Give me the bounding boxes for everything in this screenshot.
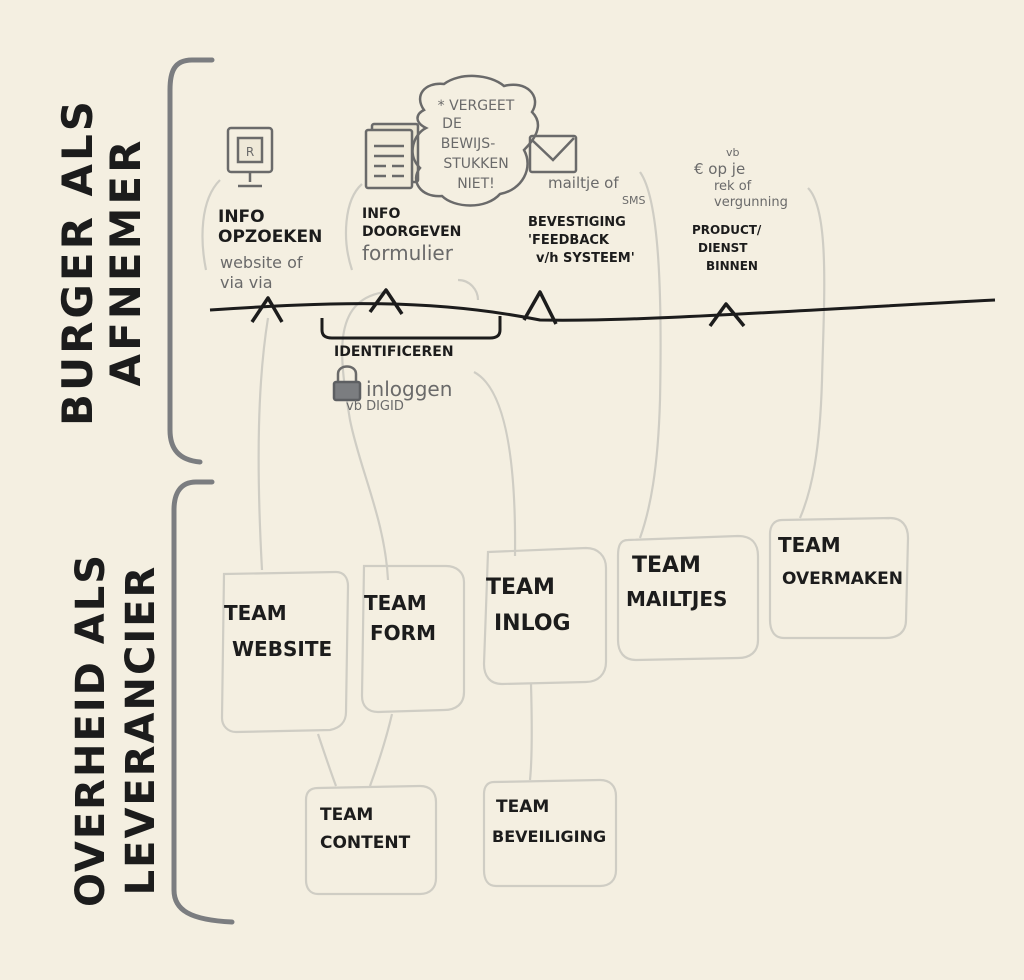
step-info-opzoeken: INFO OPZOEKEN website of via via <box>218 207 322 292</box>
identify-note: vb DIGID <box>346 399 404 414</box>
group-label-afnemer-line2: AFNEMER <box>101 138 150 387</box>
team-label: TEAM <box>364 591 427 615</box>
callout-line: STUKKEN <box>443 156 508 172</box>
team-label: TEAM <box>632 553 701 578</box>
connector-form <box>341 290 390 581</box>
step-title: BEVESTIGING <box>528 215 626 230</box>
connector-beveiliging <box>528 683 533 781</box>
callout-line: DE <box>442 116 462 132</box>
step-marker <box>708 302 746 328</box>
step-title: 'FEEDBACK <box>528 233 610 248</box>
step-title: INFO <box>362 206 400 222</box>
team-label: WEBSITE <box>232 637 332 661</box>
envelope-icon <box>528 134 578 174</box>
team-label: CONTENT <box>320 833 411 853</box>
team-label: TEAM <box>224 601 287 625</box>
step-title: BINNEN <box>706 259 758 273</box>
step-title: DIENST <box>698 241 748 255</box>
step-product-dienst: PRODUCT/ DIENST BINNEN vb € op je rek of… <box>692 146 788 273</box>
team-boxes: TEAM WEBSITE TEAM FORM TEAM INLOG TEAM M… <box>220 516 910 896</box>
step-brackets <box>201 179 480 301</box>
step-marker <box>368 288 404 315</box>
step-title: DOORGEVEN <box>362 224 461 240</box>
team-label: TEAM <box>778 533 841 557</box>
step-title: v/h SYSTEEM' <box>536 251 635 266</box>
step-note: website of <box>220 253 303 272</box>
team-label: TEAM <box>486 575 555 600</box>
step-note: rek of <box>714 179 752 194</box>
step-note: vergunning <box>714 195 788 210</box>
timeline <box>209 298 996 322</box>
team-box-outline <box>482 778 618 888</box>
team-label: OVERMAKEN <box>782 569 903 589</box>
group-label-afnemer: BURGER ALS AFNEMER <box>53 98 150 426</box>
team-box-outline <box>768 516 910 640</box>
step-note: formulier <box>362 241 454 265</box>
team-box-outline <box>304 784 438 896</box>
step-marker <box>522 290 558 325</box>
step-bracket <box>344 183 363 271</box>
form-icon <box>364 122 420 190</box>
step-title: OPZOEKEN <box>218 227 322 247</box>
identify-label: IDENTIFICEREN <box>334 344 454 360</box>
step-note: vb <box>726 146 740 159</box>
step-note: via via <box>220 273 273 292</box>
group-label-leverancier-line1: OVERHEID ALS <box>68 553 114 907</box>
connector-mailtjes <box>638 171 662 539</box>
connector-overmaken <box>798 187 826 519</box>
identify-group: IDENTIFICEREN inloggen vb DIGID <box>320 316 502 414</box>
group-label-leverancier-line2: LEVERANCIER <box>118 565 164 896</box>
connectors <box>257 171 826 787</box>
step-bracket <box>201 179 221 271</box>
step-marker <box>250 296 284 323</box>
leverancier-brace <box>171 479 235 925</box>
step-bracket <box>457 278 480 301</box>
afnemer-brace <box>167 57 215 465</box>
step-note: € op je <box>694 160 745 178</box>
identify-note: inloggen <box>366 377 452 401</box>
team-box-outline <box>360 564 466 714</box>
step-title: INFO <box>218 207 265 227</box>
svg-text:R: R <box>246 145 254 159</box>
group-label-afnemer-line1: BURGER ALS <box>53 98 102 426</box>
callout-outline <box>411 74 540 207</box>
callout-bubble: * VERGEET DE BEWIJS- STUKKEN NIET! <box>411 74 540 207</box>
step-info-doorgeven: INFO DOORGEVEN formulier <box>362 206 461 265</box>
connector-content-form <box>368 713 394 787</box>
step-title: PRODUCT/ <box>692 223 762 237</box>
step-note: SMS <box>622 194 645 207</box>
team-box-outline <box>616 534 760 662</box>
team-box-outline <box>220 570 350 734</box>
group-label-leverancier: OVERHEID ALS LEVERANCIER <box>68 553 164 907</box>
callout-line: NIET! <box>457 176 495 192</box>
monitor-icon: R <box>226 126 274 188</box>
lock-icon <box>332 365 362 402</box>
team-label: TEAM <box>496 797 549 817</box>
connector-website <box>257 317 270 571</box>
team-label: TEAM <box>320 805 373 825</box>
connector-content-website <box>316 733 338 787</box>
team-label: BEVEILIGING <box>492 827 606 846</box>
identify-bracket <box>320 316 502 340</box>
step-bevestiging: BEVESTIGING 'FEEDBACK v/h SYSTEEM' mailt… <box>528 174 645 266</box>
connector-inlog <box>473 371 517 557</box>
callout-line: BEWIJS- <box>441 136 496 152</box>
team-label: INLOG <box>494 611 571 636</box>
team-box-outline <box>482 546 608 686</box>
team-label: MAILTJES <box>626 587 727 611</box>
step-note: mailtje of <box>548 174 619 192</box>
team-label: FORM <box>370 621 436 645</box>
callout-line: * VERGEET <box>438 98 515 114</box>
timeline-markers <box>250 288 746 328</box>
